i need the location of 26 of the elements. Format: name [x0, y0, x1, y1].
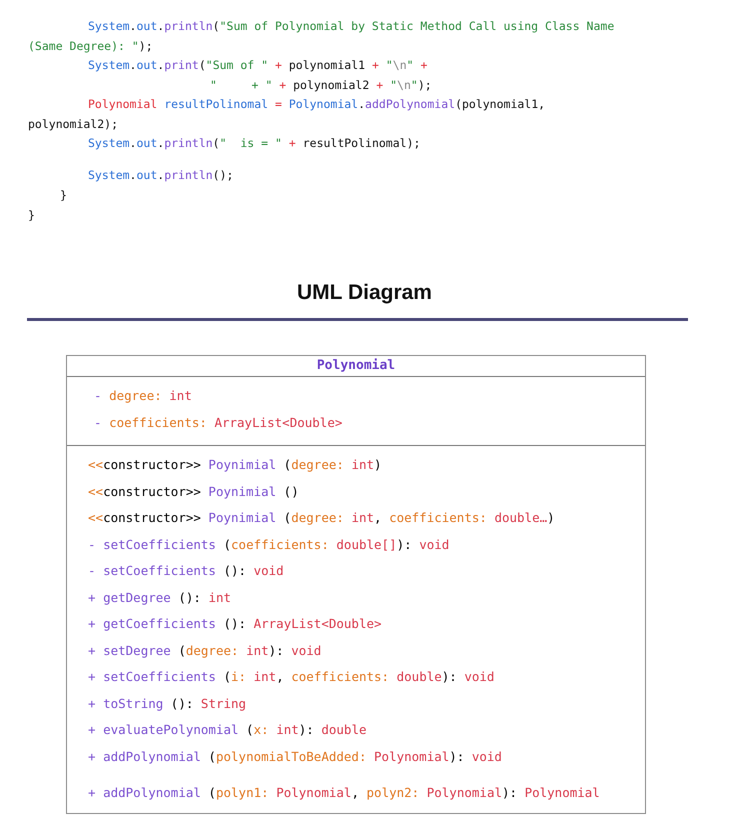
- method-signature: + getCoefficients (): ArrayList<Double>: [88, 615, 382, 633]
- method-signature: + getDegree (): int: [88, 588, 232, 607]
- code-line: }: [60, 187, 68, 204]
- method-signature: + setDegree (degree: int): void: [88, 642, 322, 660]
- method-signature: + toString (): String: [88, 694, 246, 713]
- code-line: System.out.println("Sum of Polynomial by Static Method Call using Class Name (Same Degree): ");: [28, 18, 616, 55]
- section-title: UML Diagram: [297, 281, 432, 304]
- method-signature: + addPolynomial (polynomialToBeAdded: Polynomial): void: [88, 748, 502, 766]
- method-signature: <<constructor>> Poynimial (degree: int, coefficients: double…): [88, 509, 555, 527]
- code-line: System.out.println(" is = " + resultPolinomal);: [88, 135, 422, 152]
- code-line: Polynomial resultPolinomal = Polynomial.addPolynomial(polynomial1, polynomial2);: [28, 96, 546, 133]
- code-line: " + " + polynomial2 + "\n");: [210, 77, 433, 94]
- method-signature: - setCoefficients (): void: [88, 562, 284, 580]
- class-name: Polynomial: [316, 357, 396, 375]
- code-line: }: [28, 207, 36, 224]
- method-signature: + addPolynomial (polyn1: Polynomial, polyn2: Polynomial): Polynomial: [88, 784, 600, 802]
- method-signature: + evaluatePolynomial (x: int): double: [88, 721, 366, 739]
- attribute-text: - coefficients: ArrayList<Double>: [94, 414, 342, 432]
- method-signature: <<constructor>> Poynimial (): [88, 482, 299, 501]
- method-signature: - setCoefficients (coefficients: double[]): void: [88, 536, 450, 554]
- method-signature: + setCoefficients (i: int, coefficients: double): void: [88, 668, 494, 686]
- code-line: System.out.print("Sum of " + polynomial1 + "\n" +: [88, 57, 428, 74]
- attribute-text: - degree: int: [94, 387, 192, 405]
- class-box: [66, 355, 646, 814]
- code-line: System.out.println();: [88, 167, 234, 184]
- method-signature: <<constructor>> Poynimial (degree: int): [88, 456, 382, 474]
